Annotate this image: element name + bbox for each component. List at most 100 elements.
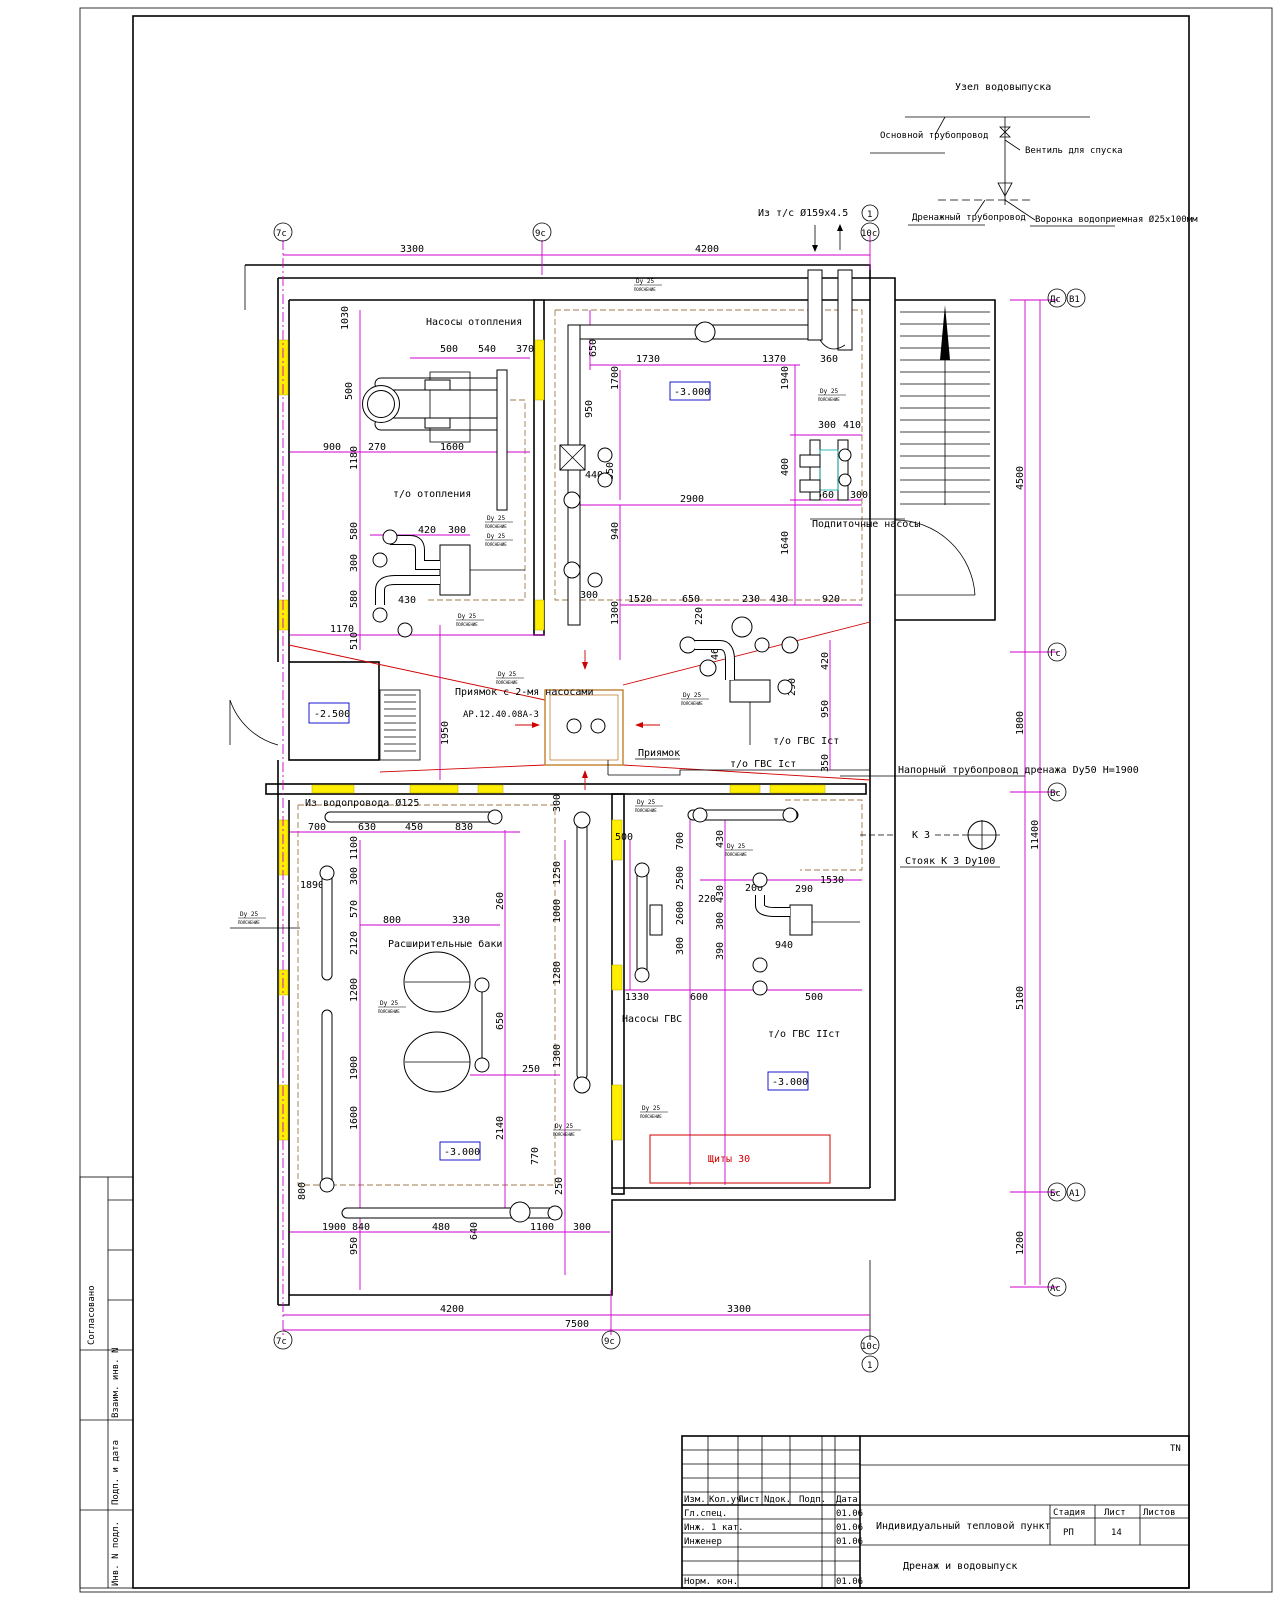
tb-d3: 01.06 <box>836 1537 863 1547</box>
left-vertical-pipes <box>319 811 591 1223</box>
dim-inner-8: 1180 <box>349 446 360 470</box>
makeup-pumps <box>799 439 852 501</box>
expansion-tanks <box>403 951 490 1093</box>
node-drain-pipe: Дренажный трубопровод <box>912 212 1026 223</box>
side-agreed: Согласовано <box>87 1285 97 1345</box>
level-mark-4: -3.000 <box>772 1077 808 1088</box>
dim-inner-12: 300 <box>349 554 360 572</box>
tb-h-kol: Кол.уч. <box>709 1495 747 1505</box>
dim-right-1: 4500 <box>1015 466 1026 490</box>
dim-right-3: 5100 <box>1015 986 1026 1010</box>
svg-text:ПОЯСНЕНИЕ: ПОЯСНЕНИЕ <box>635 808 657 813</box>
dim-inner-4: 500 <box>344 382 355 400</box>
svg-text:Dy 25: Dy 25 <box>380 1000 398 1007</box>
tb-sheet: 14 <box>1111 1528 1122 1538</box>
dim-inner-94: 500 <box>805 992 823 1003</box>
svg-text:Dy 25: Dy 25 <box>683 692 701 699</box>
dim-inner-49: 630 <box>358 822 376 833</box>
dim-inner-79: 300 <box>573 1222 591 1233</box>
node-main-pipe: Основной трубопровод <box>880 130 988 141</box>
svg-text:ПОЯСНЕНИЕ: ПОЯСНЕНИЕ <box>378 1009 400 1014</box>
axis-v-c: Вс <box>1050 789 1061 799</box>
dim-bottom-total: 7500 <box>565 1319 589 1330</box>
axis-10-top: 10с <box>861 229 877 239</box>
node-title: Узел водовыпуска <box>955 82 1051 93</box>
label-pressure-drain: Напорный трубопровод дренажа Dy50 H=1900 <box>898 764 1139 776</box>
axis-a1: А1 <box>1069 1189 1080 1199</box>
dim-inner-27: 940 <box>610 522 621 540</box>
dim-inner-57: 570 <box>349 900 360 918</box>
dim-inner-64: 1000 <box>552 899 563 923</box>
dim-inner-46: 950 <box>820 700 831 718</box>
dim-right-2: 1800 <box>1015 711 1026 735</box>
heating-heat-exchanger <box>372 529 525 638</box>
dim-inner-80: 950 <box>349 1237 360 1255</box>
dim-inner-73: 250 <box>554 1177 565 1195</box>
dim-inner-14: 430 <box>398 595 416 606</box>
sump-pit[interactable] <box>544 689 870 776</box>
dim-inner-6: 270 <box>368 442 386 453</box>
dy-tag-10: Dy 25 ПОЯСНЕНИЕ <box>378 1000 406 1014</box>
label-water-inlet: Из водопровода Ø125 <box>305 797 419 809</box>
dim-inner-67: 250 <box>522 1064 540 1075</box>
level-mark-1: -3.000 <box>674 387 710 398</box>
sheet-inner-frame <box>132 15 1190 1589</box>
from-heating-network: Из т/с Ø159х4.5 <box>758 207 848 252</box>
tb-sheet-title: Дренаж и водовыпуск <box>903 1561 1017 1572</box>
dim-inner-10: 420 <box>418 525 436 536</box>
dim-inner-43: 460 <box>710 642 721 660</box>
dim-inner-55: 300 <box>349 867 360 885</box>
dim-inner-76: 480 <box>432 1222 450 1233</box>
dim-inner-77: 640 <box>469 1222 480 1240</box>
dim-inner-39: 230 <box>742 594 760 605</box>
dim-inner-58: 800 <box>383 915 401 926</box>
dim-inner-96: 2600 <box>675 901 686 925</box>
dim-inner-21: 360 <box>820 354 838 365</box>
dim-inner-63: 1250 <box>552 861 563 885</box>
axis-7-bottom: 7с <box>276 1337 287 1347</box>
svg-text:ПОЯСНЕНИЕ: ПОЯСНЕНИЕ <box>681 701 703 706</box>
dim-inner-30: 1300 <box>610 601 621 625</box>
axis-7-top: 7с <box>276 229 287 239</box>
svg-text:Dy 25: Dy 25 <box>487 533 505 540</box>
axis-d-c: Дс <box>1050 295 1061 305</box>
label-sump-model: АР.12.40.08А-3 <box>463 710 539 720</box>
tb-h-podp: Подп. <box>799 1495 826 1505</box>
heating-pumps <box>362 369 508 511</box>
axis-10-bottom: 10с <box>861 1342 877 1352</box>
dim-inner-70: 1600 <box>349 1106 360 1130</box>
pipework <box>319 269 1000 1223</box>
axis-grid <box>282 235 1058 1340</box>
building-walls <box>244 264 896 1306</box>
tb-r2: Инж. 1 кат. <box>684 1523 744 1533</box>
svg-text:Dy 25: Dy 25 <box>727 843 745 850</box>
tb-d4: 01.06 <box>836 1577 863 1587</box>
svg-text:ПОЯСНЕНИЕ: ПОЯСНЕНИЕ <box>818 397 840 402</box>
water-inlet-pipe <box>324 807 799 825</box>
label-heating-hx: т/о отопления <box>393 489 471 500</box>
title-block: ТN Изм. Кол.уч. Лист Nдок. Подп. Дата Гл… <box>681 1435 1190 1589</box>
tb-project: Индивидуальный тепловой пункт <box>876 1520 1051 1532</box>
tb-h-data: Дата <box>836 1495 858 1505</box>
gvs-stage1-exchanger <box>679 616 799 745</box>
dim-inner-17: 1950 <box>440 721 451 745</box>
dim-inner-33: 410 <box>843 420 861 431</box>
dim-bottom-1: 4200 <box>440 1304 464 1315</box>
dim-inner-9: 580 <box>349 522 360 540</box>
sheet-outer-frame <box>79 7 1273 1593</box>
svg-text:Dy 25: Dy 25 <box>498 671 516 678</box>
level-mark-2: -2.500 <box>314 709 350 720</box>
dim-inner-54: 500 <box>615 832 633 843</box>
dim-inner-87: 390 <box>715 942 726 960</box>
svg-text:ПОЯСНЕНИЕ: ПОЯСНЕНИЕ <box>485 524 507 529</box>
label-gvs2: т/о ГВС IIст <box>768 1029 840 1040</box>
side-inv: Инв. N подл. <box>111 1521 121 1586</box>
dim-inner-60: 2120 <box>349 931 360 955</box>
dim-inner-18: 650 <box>588 339 599 357</box>
dim-top-1: 3300 <box>400 244 424 255</box>
stair-block <box>894 299 996 621</box>
